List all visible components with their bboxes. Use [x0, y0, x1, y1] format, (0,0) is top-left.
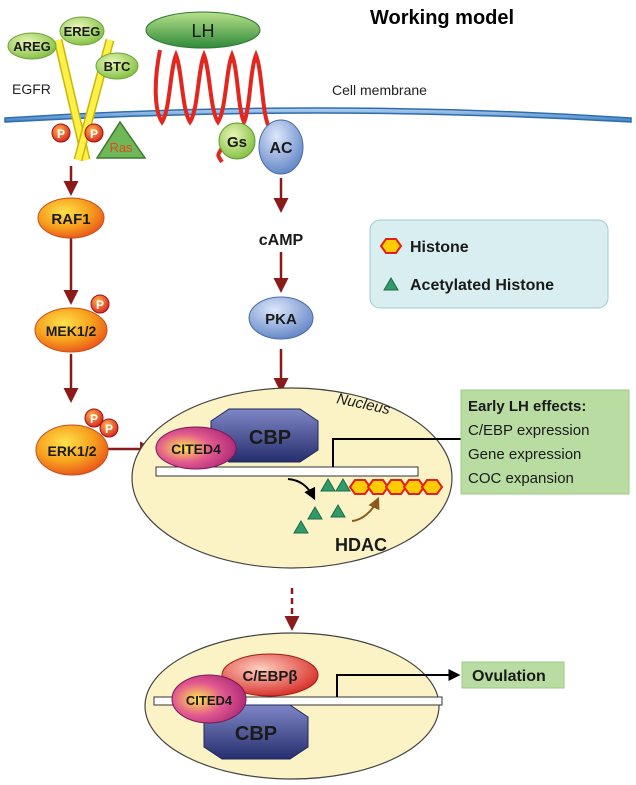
egfr-label: EGFR: [12, 81, 51, 97]
phospho-egfr-left: [51, 123, 71, 143]
early-effects-heading: Early LH effects:: [468, 398, 586, 415]
dna-strand-bottom: [153, 696, 443, 706]
histone: [420, 479, 444, 495]
gs-label: Gs: [227, 134, 247, 151]
ovulation-label: Ovulation: [472, 668, 546, 685]
histone-legend-icon: [379, 238, 403, 254]
lh-ligand: [145, 11, 261, 49]
ras-label: Ras: [109, 140, 133, 155]
cited4-bottom: [171, 674, 247, 724]
cited4-bottom-label: CITED4: [186, 693, 233, 708]
phospho-label: P: [90, 127, 98, 141]
dna-strand-top: [155, 466, 419, 477]
phospho-mek: [90, 294, 110, 314]
early-effect-item: C/EBP expression: [468, 422, 589, 439]
acetylated-histone: [293, 520, 309, 534]
lh-label: LH: [191, 21, 214, 41]
acetylation-arrow: [287, 478, 316, 501]
transcription-arrow-top: [332, 433, 473, 467]
phospho-erk-2: [99, 418, 119, 438]
cell-membrane: [4, 107, 632, 123]
acetylated-histone: [330, 504, 346, 518]
cited4-top-label: CITED4: [171, 441, 221, 457]
erk-node: [35, 424, 109, 476]
legend-acetylated-label: Acetylated Histone: [410, 277, 554, 294]
acetylated-legend-icon: [383, 277, 399, 291]
raf1-node: [37, 197, 105, 239]
ovulation-box: [461, 661, 565, 689]
btc-ligand: [95, 52, 139, 80]
ereg-ligand: [59, 16, 105, 46]
ereg-label: EREG: [64, 24, 101, 39]
cebpb-node: [221, 653, 319, 697]
acetylated-histone: [320, 478, 336, 492]
ac-label: AC: [269, 140, 293, 157]
phospho-label: P: [57, 127, 65, 141]
mek-label: MEK1/2: [46, 323, 97, 339]
cbp-top-label: CBP: [249, 427, 291, 449]
phospho-label: P: [105, 422, 113, 436]
legend-box: [369, 219, 609, 309]
areg-label: AREG: [13, 39, 51, 54]
erk-label: ERK1/2: [47, 443, 96, 459]
membrane-label: Cell membrane: [332, 82, 427, 98]
legend-histone-label: Histone: [410, 239, 469, 256]
hdac-label: HDAC: [335, 535, 387, 555]
ras-triangle: [95, 120, 147, 159]
btc-label: BTC: [104, 59, 131, 74]
hdac-arrow: [351, 496, 380, 522]
pka-node: [248, 296, 314, 340]
acetylated-histone: [307, 506, 323, 520]
mek-node: [34, 307, 108, 353]
diagram-title: Working model: [370, 7, 514, 29]
cited4-top: [155, 426, 237, 470]
early-effect-item: COC expansion: [468, 470, 574, 487]
early-effect-item: Gene expression: [468, 446, 581, 463]
early-effects-box: [460, 389, 630, 495]
areg-ligand: [7, 32, 57, 60]
phospho-label: P: [96, 298, 104, 312]
cebpb-label: C/EBPβ: [243, 668, 298, 685]
cbp-bottom-label: CBP: [235, 723, 277, 745]
transcription-arrow-bottom: [336, 669, 461, 697]
phospho-label: P: [90, 412, 98, 426]
raf1-label: RAF1: [51, 211, 90, 228]
pka-label: PKA: [265, 311, 297, 328]
phospho-egfr-right: [84, 123, 104, 143]
histone-row: [348, 479, 444, 495]
ac-node: [258, 119, 304, 175]
phospho-erk-1: [84, 408, 104, 428]
camp-label: cAMP: [259, 232, 304, 249]
acetylated-histone: [335, 478, 351, 492]
gs-node: [218, 122, 256, 160]
